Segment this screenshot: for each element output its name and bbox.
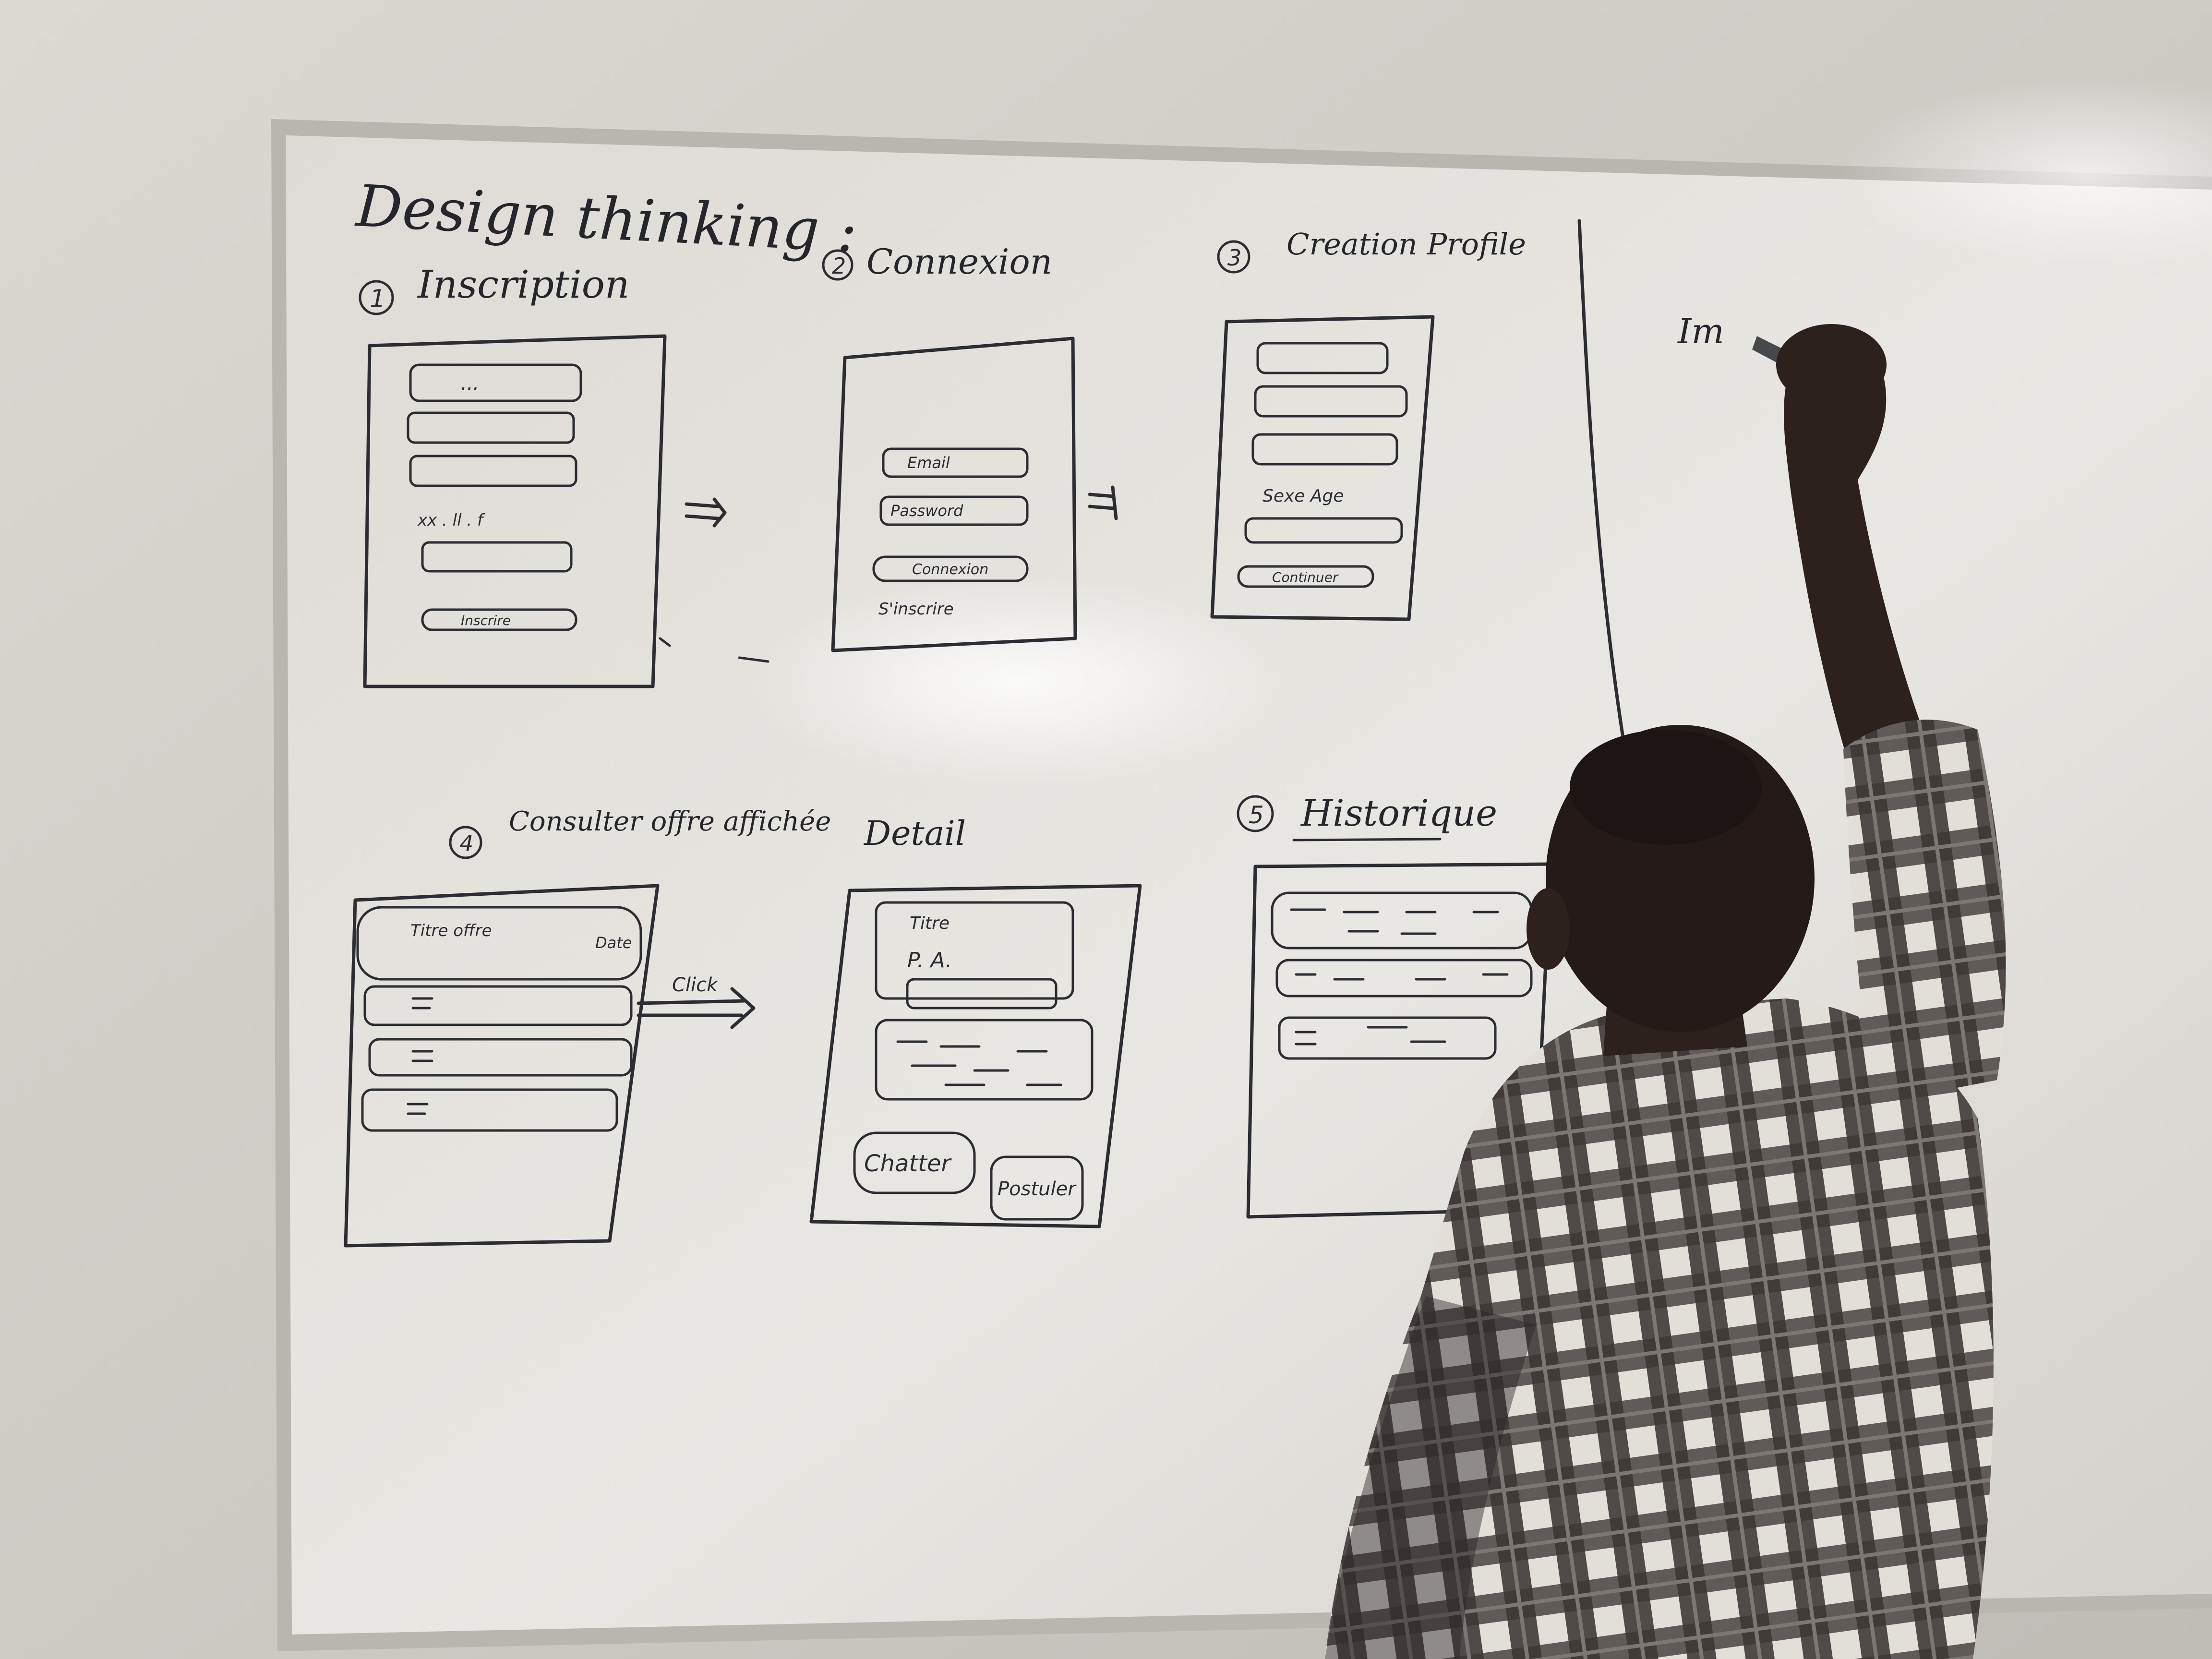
section-label: Connexion <box>866 241 1052 282</box>
sex-age-label: Sexe Age <box>1262 486 1344 506</box>
hand <box>1776 324 1887 406</box>
step-number: 5 <box>1249 801 1264 829</box>
signup-link: S'inscrire <box>878 600 954 619</box>
chat-button-label: Chatter <box>864 1150 952 1177</box>
sketch-detail: Detail Titre P. A. Chatter Postuler <box>809 814 1142 1228</box>
login-label: Connexion <box>912 561 988 578</box>
click-label: Click <box>672 974 719 996</box>
step-number: 4 <box>459 830 473 856</box>
step-number: 2 <box>832 253 846 279</box>
detail-title: Titre <box>910 914 950 933</box>
step-number-circle <box>1237 795 1274 832</box>
shirt-shadow <box>1325 1296 1536 1659</box>
sketch-connexion: 2 Connexion Email Password Connexion S'i… <box>822 241 1118 652</box>
person-writing <box>1325 324 2006 1659</box>
offer-date: Date <box>595 934 632 952</box>
section-label: Detail <box>863 814 966 853</box>
step-number-circle <box>359 280 394 315</box>
light-glare <box>749 576 1286 787</box>
email-label: Email <box>907 454 950 472</box>
apply-button-label: Postuler <box>998 1178 1077 1200</box>
password-label: Password <box>890 502 963 520</box>
shirt <box>1325 998 1994 1659</box>
sketch-inscription: 1 Inscription ... xx . ll . f Inscrire <box>359 262 769 688</box>
continue-label: Continuer <box>1272 569 1339 585</box>
step-number: 3 <box>1227 245 1241 271</box>
detail-pa: P. A. <box>907 948 952 973</box>
sketch-creation-profile: 3 Creation Profile Sexe Age Continuer <box>1210 227 1526 621</box>
raised-arm <box>1784 342 1930 778</box>
right-panel-writing: Im <box>1677 311 1724 351</box>
svg-text:xx . ll . f: xx . ll . f <box>417 511 485 530</box>
section-label: Inscription <box>417 262 629 307</box>
step-number: 1 <box>370 285 385 313</box>
step-number-circle <box>822 249 854 281</box>
light-glare-right <box>1839 77 2212 269</box>
step-number-circle <box>449 826 482 859</box>
field-placeholder: ... <box>461 373 479 395</box>
section-label: Creation Profile <box>1286 227 1526 262</box>
section-label: Historique <box>1300 792 1497 834</box>
step-number-circle <box>1217 240 1250 274</box>
hair-highlight <box>1570 730 1762 845</box>
offer-title: Titre offre <box>410 921 492 940</box>
ear <box>1527 888 1570 970</box>
sleeve <box>1843 720 2006 1104</box>
submit-label: Inscrire <box>461 613 511 628</box>
section-label: Consulter offre affichée <box>509 806 831 837</box>
board-divider-line <box>1577 219 1624 736</box>
sketch-consulter-offre: 4 Consulter offre affichée Titre offre D… <box>344 806 831 1248</box>
